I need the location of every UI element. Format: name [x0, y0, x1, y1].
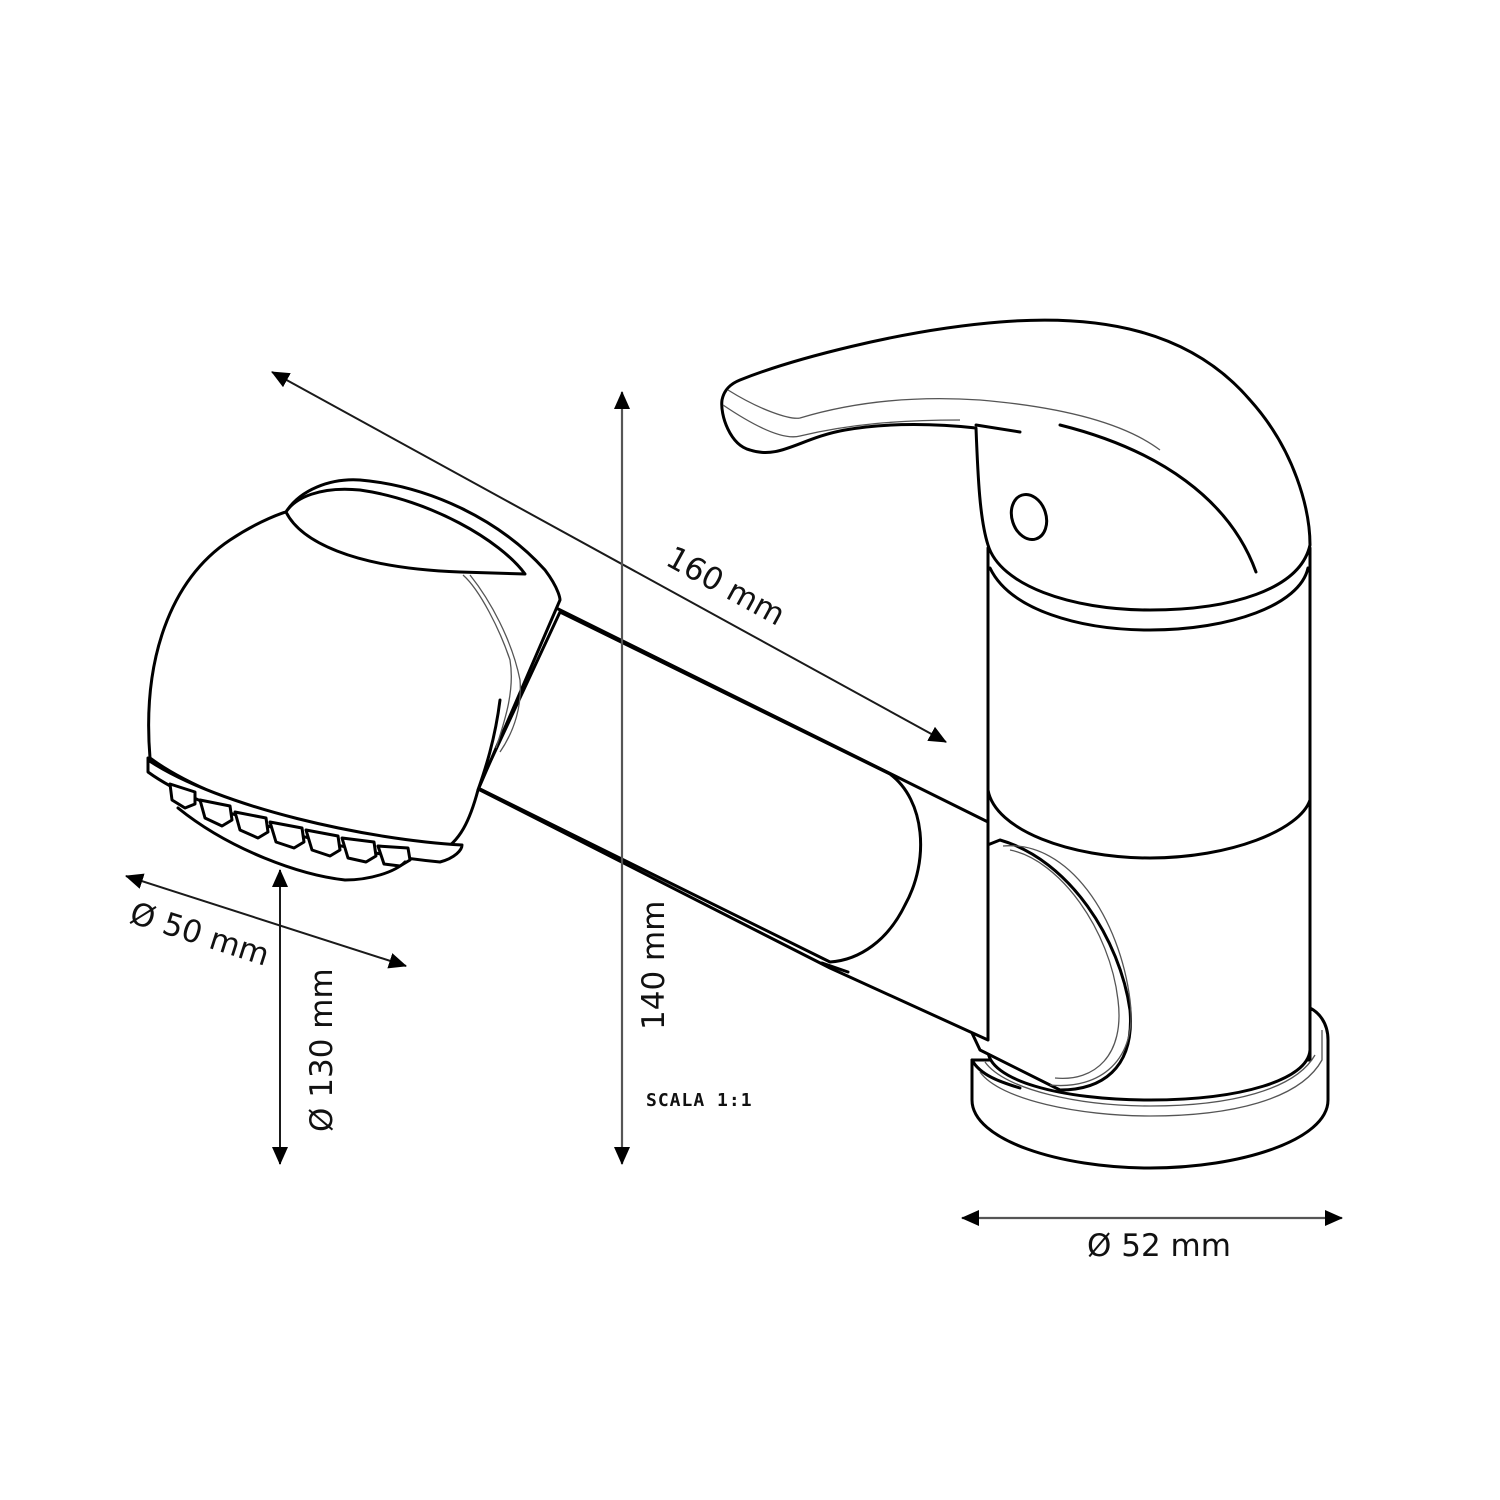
dimension-label-spray-diameter: Ø 50 mm [126, 895, 274, 973]
dimension-50mm: Ø 50 mm [125, 873, 407, 974]
spray-head [146, 478, 562, 882]
dimension-140mm: 140 mm [614, 391, 672, 1165]
lever-handle [720, 318, 1312, 612]
scale-label: SCALA 1:1 [646, 1090, 753, 1111]
dimension-label-spout-length: 160 mm [660, 539, 791, 633]
dimension-label-spout-height: Ø 130 mm [304, 968, 340, 1132]
dimension-label-base-diameter: Ø 52 mm [1087, 1228, 1231, 1264]
dimension-52mm: Ø 52 mm [961, 1210, 1343, 1264]
dimension-130mm: Ø 130 mm [272, 869, 340, 1165]
dimension-label-total-height: 140 mm [636, 901, 672, 1030]
spout-tube [476, 598, 990, 1042]
nozzle-teeth [168, 782, 412, 882]
